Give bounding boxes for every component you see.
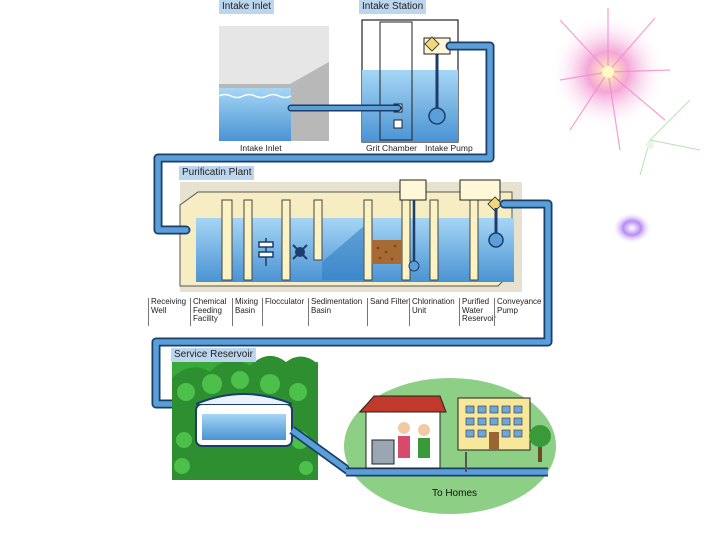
service-reservoir-illustration [172, 355, 318, 480]
label-sand-filter: Sand Filter [367, 297, 409, 326]
purification-plant-illustration [179, 179, 522, 292]
intake-station-illustration [361, 19, 459, 143]
intake-inlet-illustration [218, 26, 329, 141]
firework-decoration [550, 8, 701, 244]
header-service-reservoir: Service Reservoir [171, 348, 256, 362]
label-intake-pump: Intake Pump [425, 143, 473, 153]
label-flocculator: Flocculator [262, 297, 304, 326]
glow-decoration [612, 212, 652, 244]
label-intake-inlet: Intake Inlet [240, 143, 282, 153]
homes-illustration [344, 378, 556, 514]
label-to-homes: To Homes [432, 488, 478, 499]
label-purified-water-reservoir: Purified Water Reservoir [459, 297, 496, 326]
header-intake-inlet: Intake Inlet [219, 0, 274, 14]
label-chlorination-unit: Chlorination Unit [409, 297, 455, 326]
label-mixing-basin: Mixing Basin [232, 297, 258, 326]
label-chemical-feeding-facility: Chemical Feeding Facility [190, 297, 226, 326]
pipe-network [151, 41, 553, 409]
header-purification-plant: Purificatin Plant [179, 166, 255, 180]
label-conveyance-pump: Conveyance Pump [494, 297, 541, 326]
label-receiving-well: Receiving Well [148, 297, 186, 326]
label-grit-chamber: Grit Chamber [366, 143, 418, 153]
header-intake-station: Intake Station [359, 0, 427, 14]
label-sedimentation-basin: Sedimentation Basin [308, 297, 362, 326]
